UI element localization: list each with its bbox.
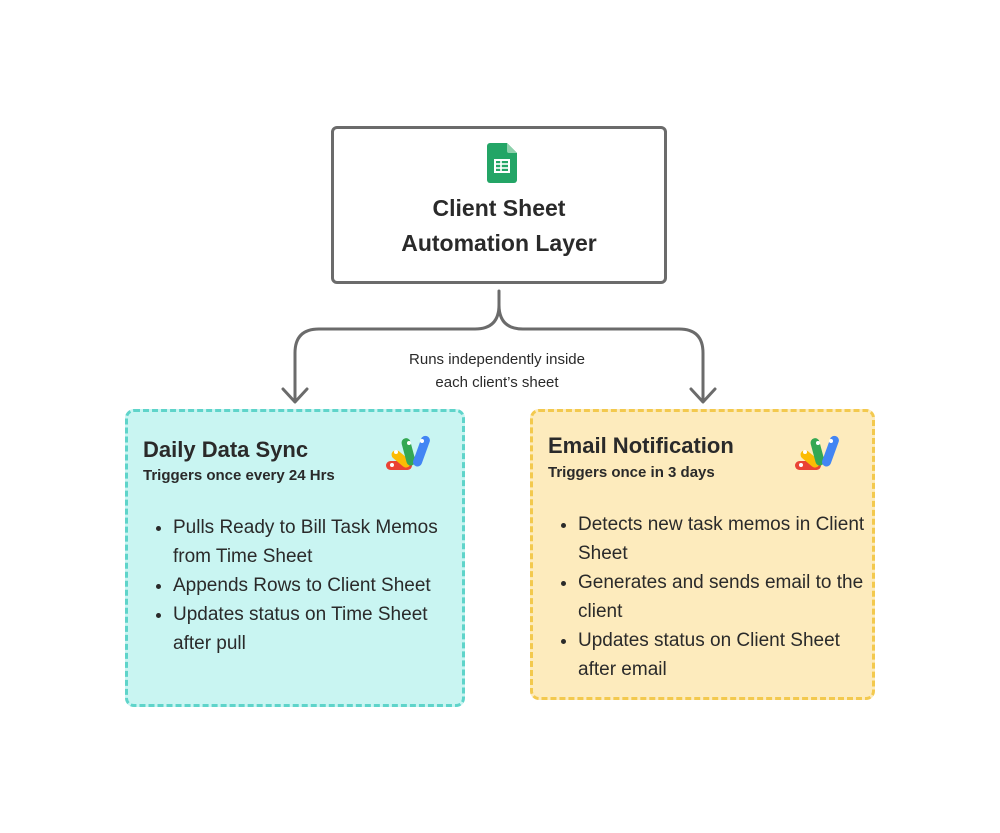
bullet-list: Pulls Ready to Bill Task Memos from Time… [143,513,453,658]
card-subtitle: Triggers once every 24 Hrs [143,467,335,484]
list-item: Updates status on Time Sheet after pull [173,600,453,658]
list-item: Appends Rows to Client Sheet [173,571,453,600]
title-line-2: Automation Layer [401,230,597,256]
apps-script-icon [386,435,430,470]
google-sheets-icon [487,143,517,183]
daily-data-sync-card: Daily Data Sync Triggers once every 24 H… [125,409,465,707]
branch-note: Runs independently inside each client’s … [372,348,622,394]
email-notification-card: Email Notification Triggers once in 3 da… [530,409,875,700]
card-title: Daily Data Sync [143,437,309,462]
apps-script-icon [795,435,839,470]
bullet-list: Detects new task memos in Client Sheet G… [548,510,868,684]
title-line-1: Client Sheet [432,195,566,221]
list-item: Detects new task memos in Client Sheet [578,510,868,568]
automation-layer-title: Client Sheet Automation Layer [334,191,664,261]
list-item: Generates and sends email to the client [578,568,868,626]
branch-note-line-2: each client’s sheet [435,374,559,391]
branch-note-line-1: Runs independently inside [409,351,585,368]
automation-layer-node: Client Sheet Automation Layer [331,126,667,284]
list-item: Updates status on Client Sheet after ema… [578,626,868,684]
card-subtitle: Triggers once in 3 days [548,464,715,481]
list-item: Pulls Ready to Bill Task Memos from Time… [173,513,453,571]
card-title: Email Notification [548,433,734,458]
